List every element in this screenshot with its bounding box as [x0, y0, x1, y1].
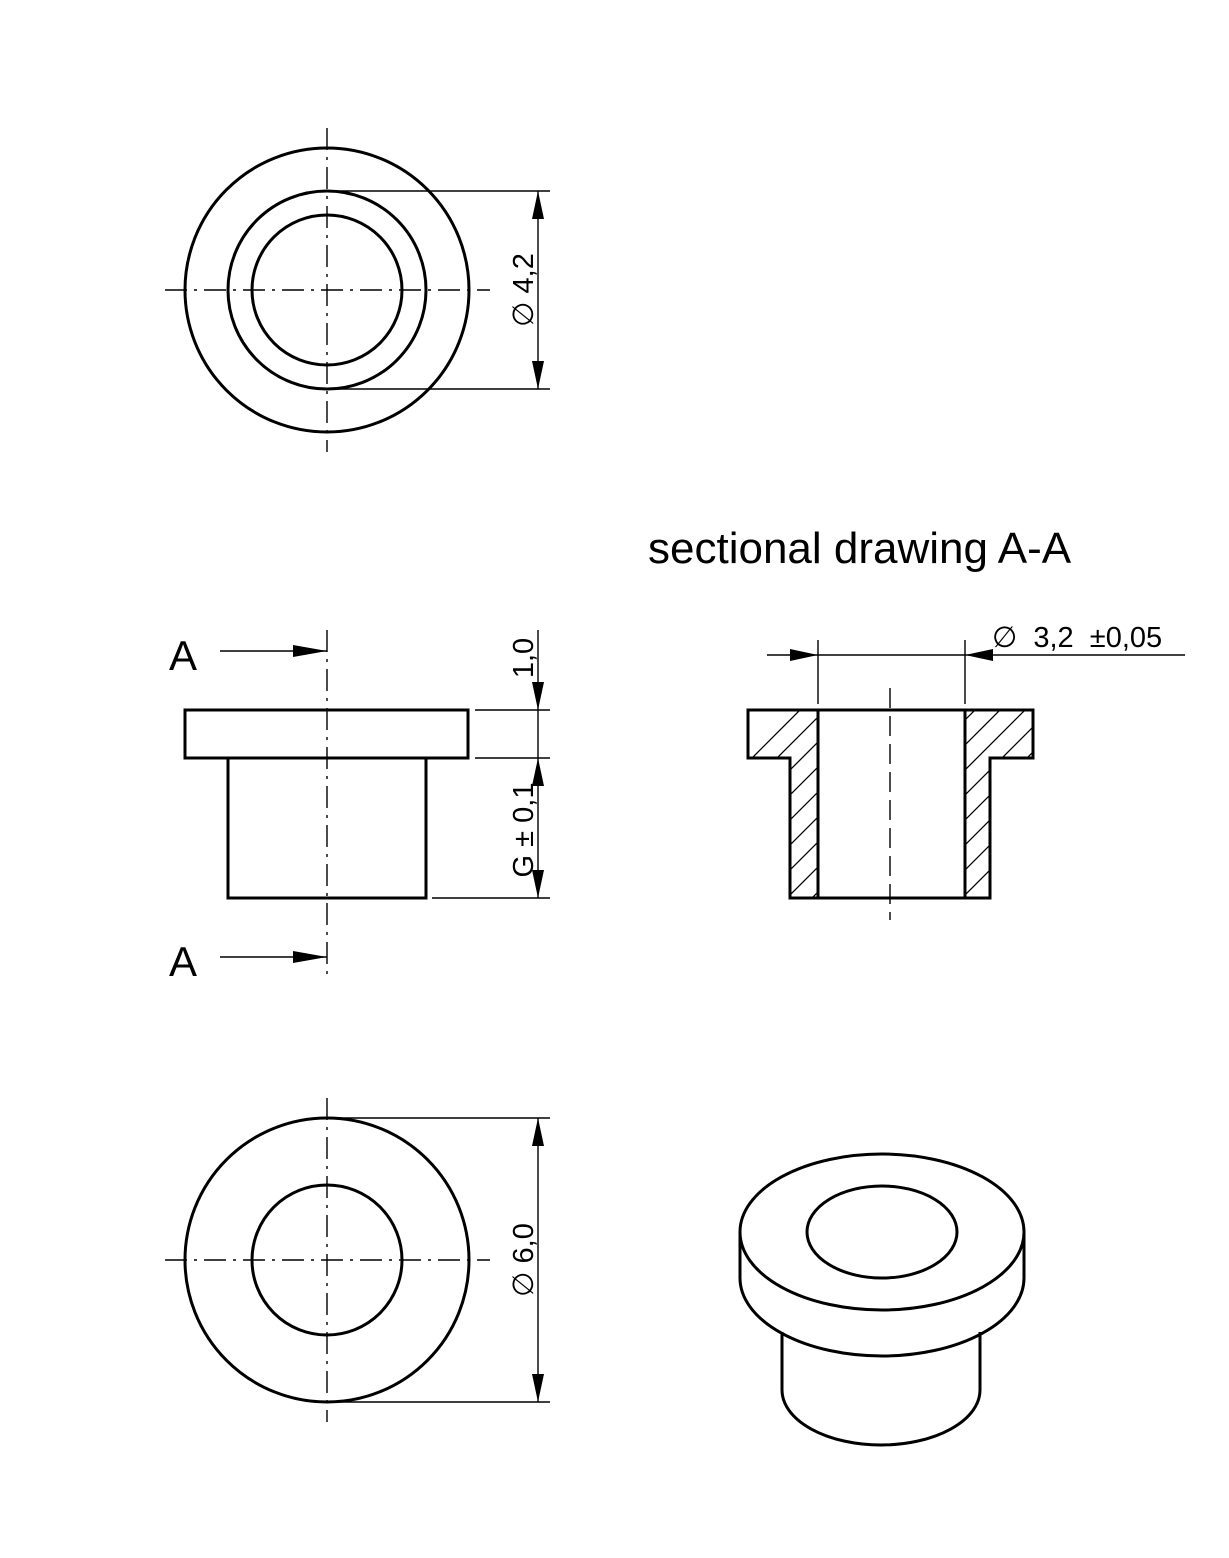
dim-bore-diameter: ∅ 3,2 ±0,05 [992, 622, 1162, 654]
bottom-view: ∅ 6,0 [165, 1098, 550, 1422]
section-marker-bottom: A [169, 938, 197, 985]
dim-outer-diameter: ∅ 6,0 [508, 1223, 540, 1297]
dim-top-diameter: ∅ 4,2 [508, 253, 540, 327]
isometric-view [738, 1152, 1026, 1447]
section-hatching [748, 710, 1033, 898]
dim-shaft-length: G ± 0,1 [508, 783, 540, 878]
top-view: ∅ 4,2 [165, 128, 550, 452]
section-title: sectional drawing A-A [648, 524, 1072, 573]
dim-flange-thickness: 1,0 [508, 638, 540, 678]
side-view: A A 1,0 G ± 0,1 [169, 630, 550, 985]
section-view: ∅ 3,2 ±0,05 [746, 622, 1185, 920]
section-marker-top: A [169, 632, 197, 679]
